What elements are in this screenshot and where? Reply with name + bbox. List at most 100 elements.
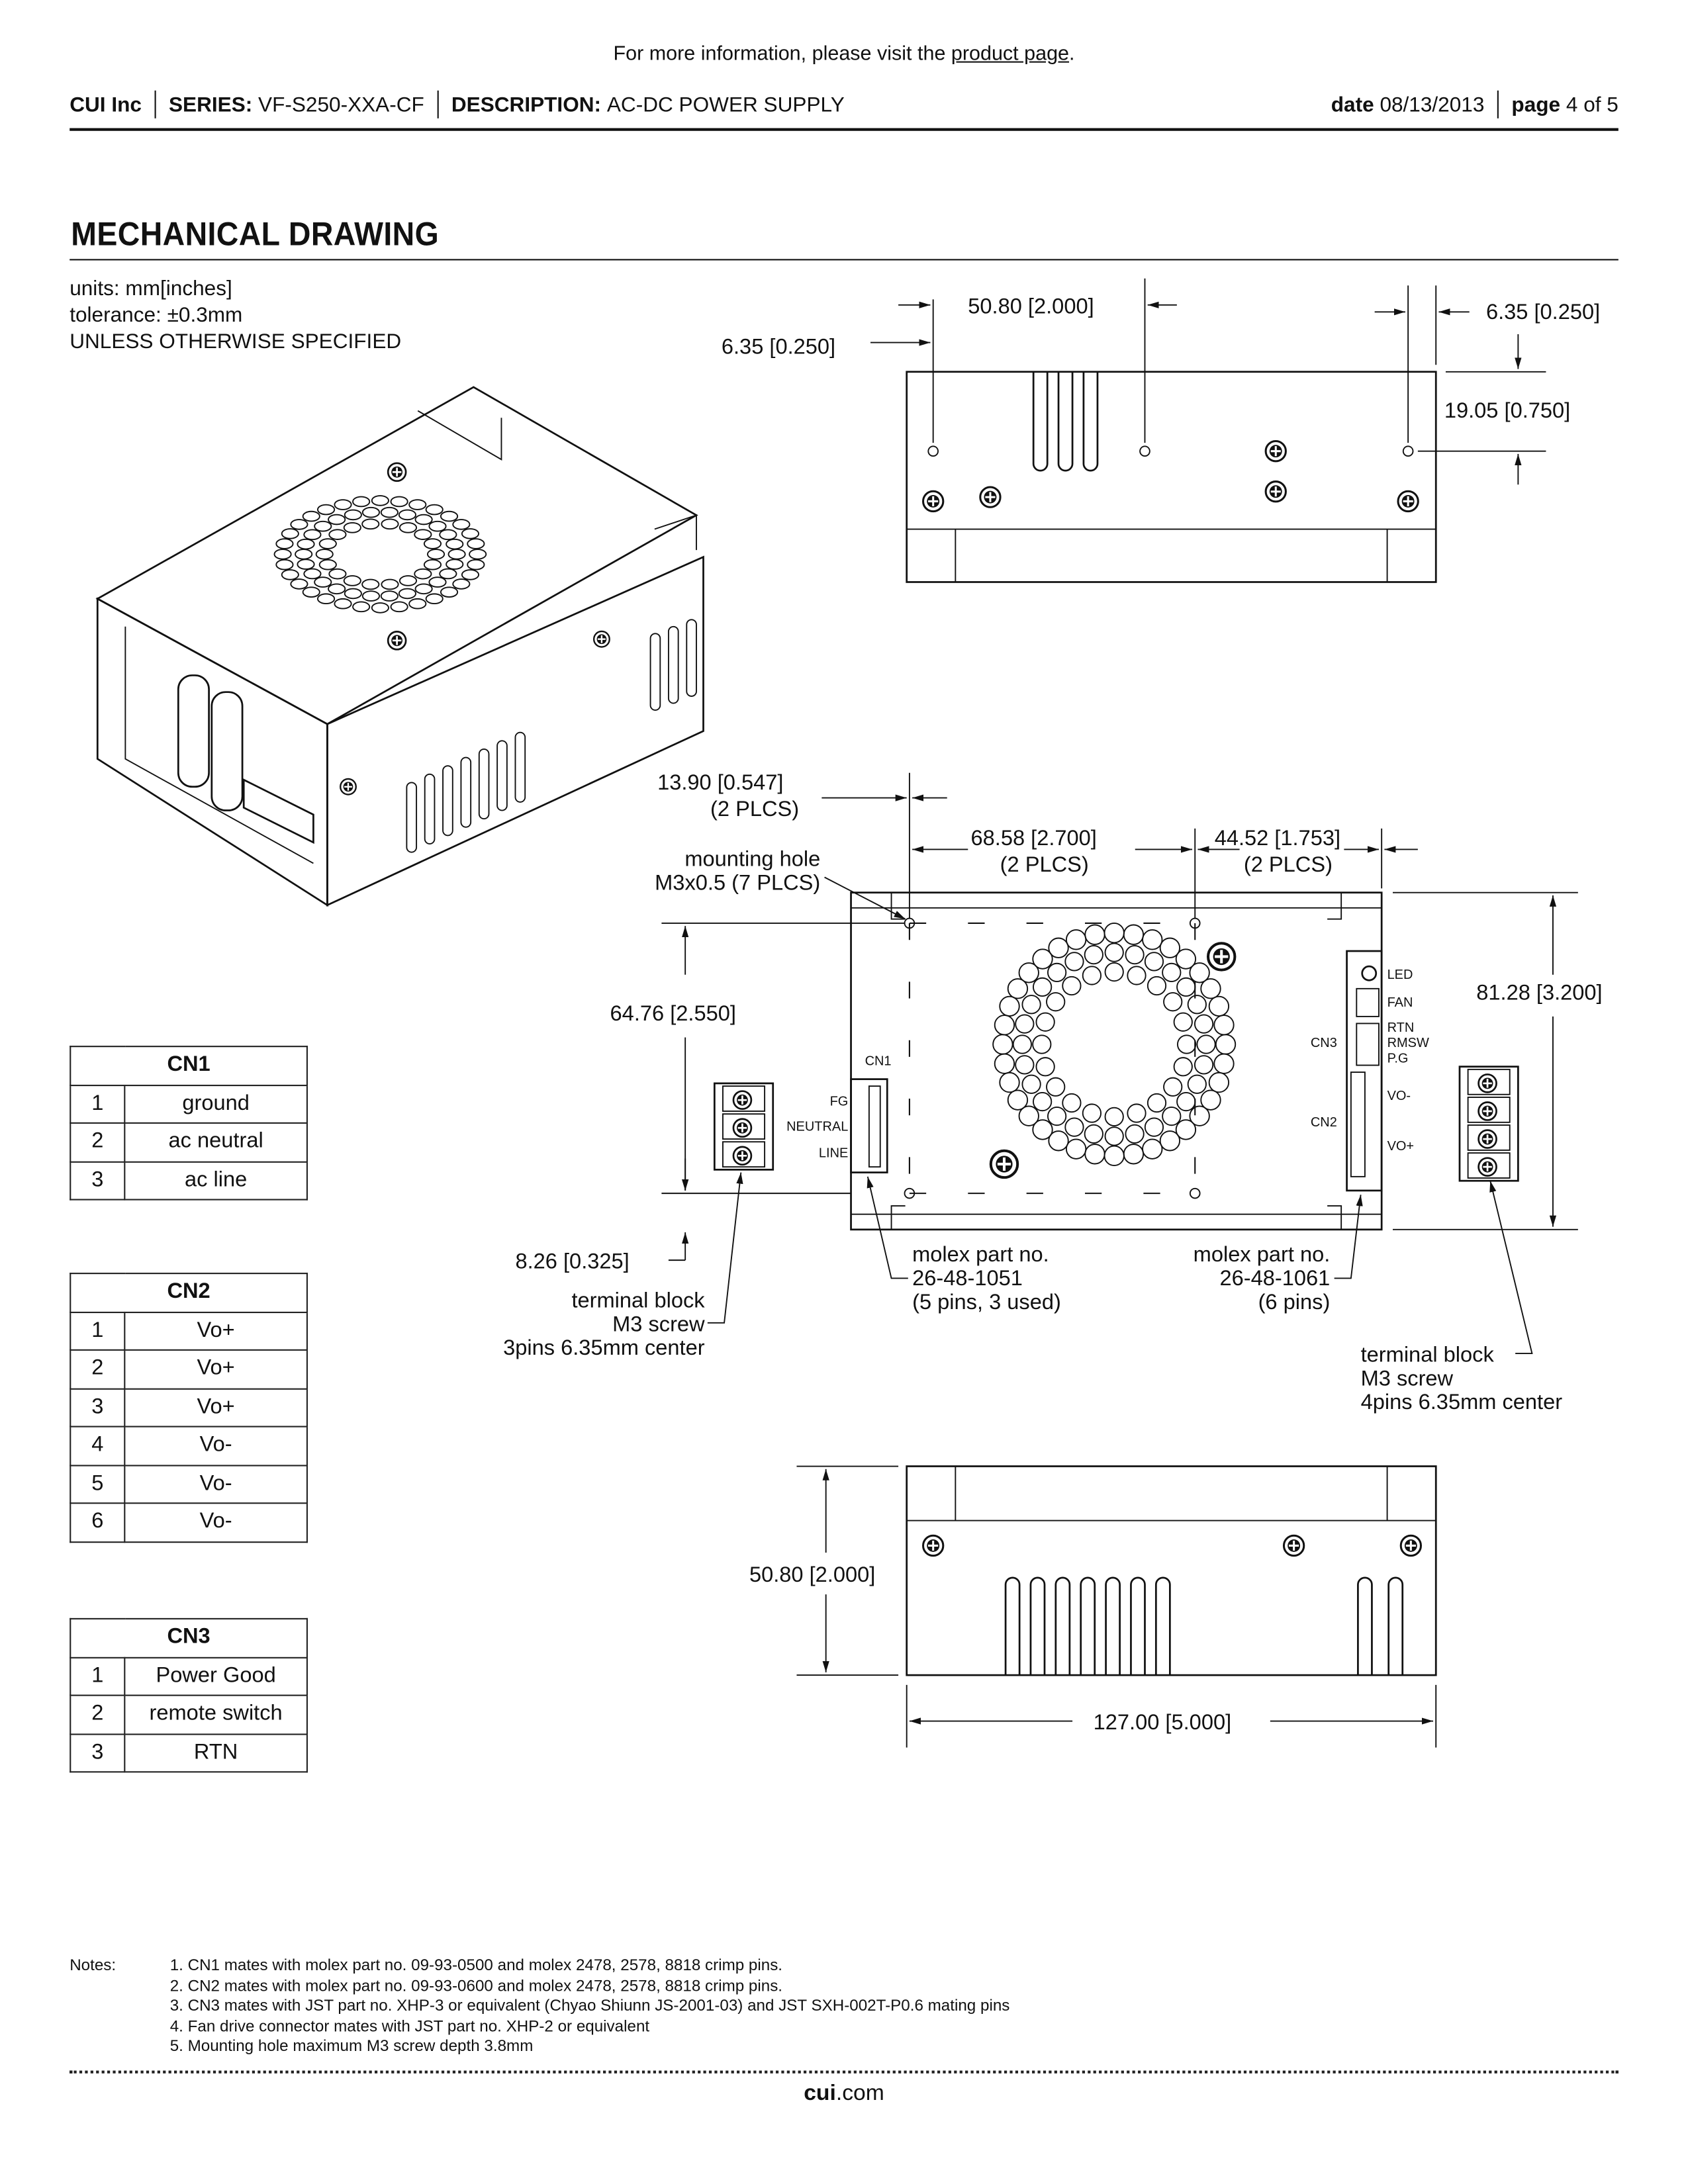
fan-hole: [1208, 1071, 1230, 1093]
fan-hole: [1213, 1053, 1235, 1074]
fan-hole: [334, 598, 352, 610]
fan-hole: [461, 569, 480, 580]
cn1-label: CN1: [865, 1054, 892, 1069]
fan-hole: [297, 559, 315, 570]
pin-function: Vo-: [124, 1502, 308, 1543]
divider: [1497, 90, 1499, 118]
fan-hole: [314, 520, 332, 532]
fan-hole: [1163, 992, 1183, 1012]
fan-hole: [445, 538, 464, 550]
screw-icon: [1399, 1534, 1423, 1557]
fan-hole: [1104, 1107, 1124, 1127]
table-title: CN1: [70, 1046, 308, 1086]
fan-hole: [428, 576, 447, 588]
pin-number: 4: [70, 1426, 126, 1466]
fan-hole: [344, 509, 362, 521]
screw-icon: [1264, 480, 1287, 503]
fan-hole: [1018, 1105, 1039, 1126]
pin-function: RTN: [124, 1733, 308, 1773]
note-item: 4. Fan drive connector mates with JST pa…: [169, 2018, 650, 2035]
screw-icon: [1477, 1129, 1497, 1149]
vent-slot: [424, 773, 436, 844]
screw-icon: [922, 1534, 945, 1557]
fan-hole: [1173, 1057, 1193, 1077]
fan-hole: [994, 1015, 1015, 1036]
tb-left-screw: M3 screw: [612, 1311, 705, 1336]
fan-hole: [361, 578, 380, 590]
pin-number: 1: [70, 1656, 126, 1696]
rmsw-label: RMSW: [1387, 1036, 1429, 1050]
fan-hole: [398, 509, 416, 521]
date-value: 08/13/2013: [1380, 92, 1485, 116]
fan-hole: [314, 576, 332, 588]
fan-hole: [1062, 1093, 1082, 1113]
fan-hole: [1142, 929, 1163, 950]
fan-hole: [1215, 1034, 1237, 1055]
cn2-connector: [1350, 1071, 1366, 1177]
fan-hole: [328, 568, 347, 580]
fan-hole: [344, 588, 362, 600]
fan-hole: [273, 549, 292, 560]
product-page-link[interactable]: product page: [951, 43, 1070, 66]
fan-hole: [1015, 1055, 1035, 1075]
screw-icon: [732, 1118, 753, 1138]
side-view: 50.80 [2.000] 127.00 [5.000]: [749, 1465, 1437, 1748]
pin-number: 2: [70, 1122, 126, 1162]
top-view: 50.80 [2.000] 6.35 [0.250] 6.35 [0.250] …: [722, 278, 1600, 583]
fan-hole: [1123, 924, 1145, 945]
dim-50-80-side: 50.80 [2.000]: [749, 1562, 875, 1586]
fan-hole: [1033, 977, 1053, 997]
dim-68-58: 68.58 [2.700]: [970, 825, 1096, 850]
header-rule: [70, 128, 1618, 131]
fan-hole: [408, 499, 427, 510]
screw-icon: [387, 462, 407, 482]
fan-hole: [1144, 952, 1164, 972]
fan-hole: [1104, 962, 1124, 982]
molex-cn2-part: 26-48-1061: [1220, 1265, 1331, 1290]
fan-hole: [469, 549, 487, 560]
fan-hole: [390, 496, 408, 508]
screw-icon: [1477, 1101, 1497, 1121]
pin-function: Vo-: [124, 1426, 308, 1466]
fan-hole: [328, 514, 346, 525]
mounting-hole: [927, 445, 939, 457]
fan-hole: [361, 506, 381, 518]
footer-link[interactable]: cui.com: [0, 2081, 1688, 2107]
tb-right-pitch: 4pins 6.35mm center: [1361, 1389, 1563, 1414]
vent-slots: [1032, 371, 1099, 472]
fan-hole: [371, 602, 389, 614]
fan-hole: [303, 568, 322, 580]
iso-top-face: [95, 386, 698, 725]
fan-hole: [371, 495, 389, 506]
fan-hole: [1127, 1103, 1147, 1123]
fan-hole: [414, 514, 433, 525]
fan-hole: [1144, 1117, 1164, 1137]
tb-right-callout: terminal block: [1361, 1342, 1495, 1367]
pin-number: 3: [70, 1160, 126, 1201]
fan-hole: [1048, 1130, 1069, 1152]
screw-icon: [732, 1090, 753, 1110]
vent-slots: [1004, 1576, 1404, 1676]
tb-left-callout: terminal block: [571, 1288, 705, 1312]
screw-icon: [1477, 1073, 1497, 1093]
fan-hole: [1159, 1130, 1181, 1152]
terminal-block-4pin: [1458, 1066, 1519, 1182]
fan-hole: [1200, 1089, 1221, 1111]
molex-cn1-pins: (5 pins, 3 used): [912, 1289, 1061, 1314]
fan-hole: [1084, 1124, 1103, 1144]
fan-hole: [1103, 923, 1125, 944]
vent-slot: [686, 619, 697, 697]
fan-hole: [1142, 1138, 1163, 1160]
fan-hole: [1196, 1034, 1216, 1054]
fan-hole: [1162, 1106, 1182, 1126]
units-text: units: mm[inches]: [70, 277, 232, 301]
divider: [154, 90, 157, 118]
screw-icon: [340, 778, 357, 796]
